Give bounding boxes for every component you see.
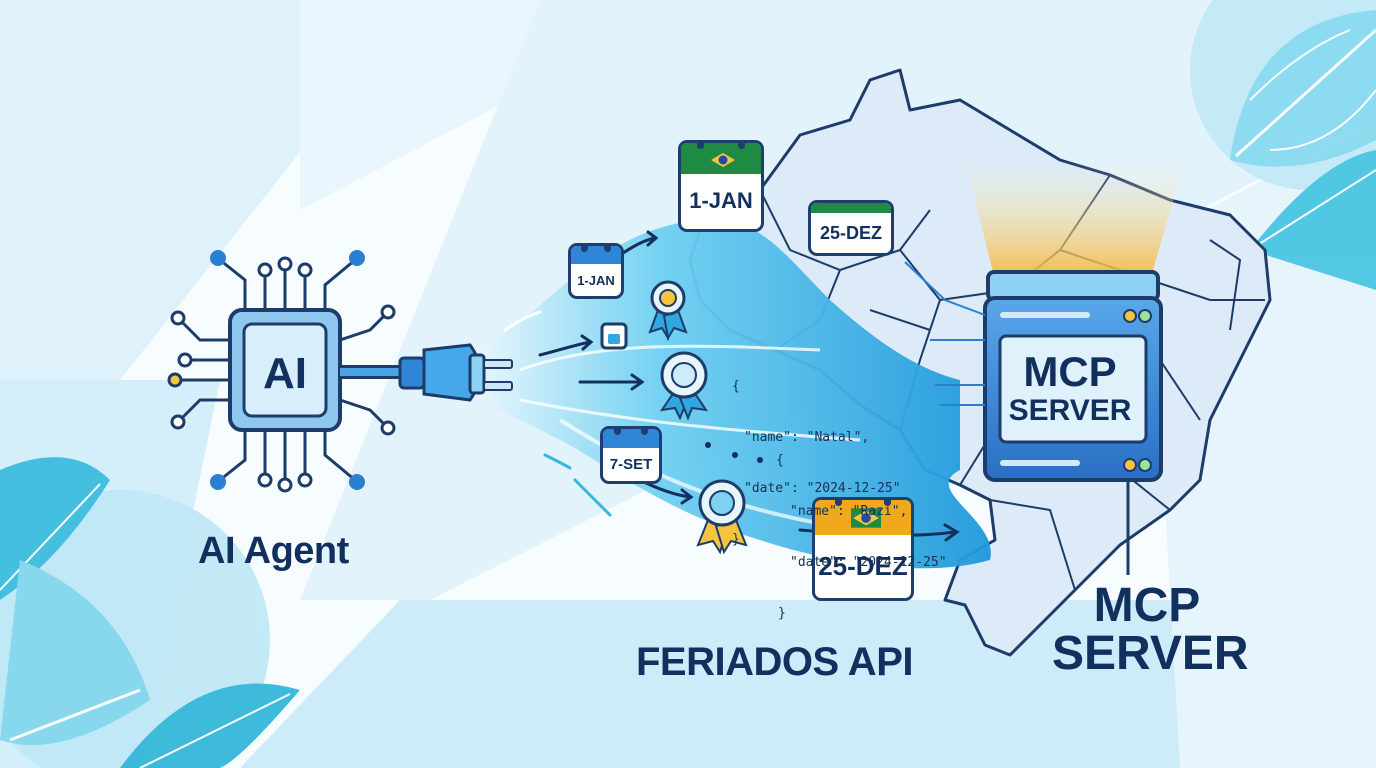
calendar-date-text: 7-SET: [609, 455, 653, 473]
award-badge-icon: [659, 351, 709, 421]
calendar-date-text: 1-JAN: [689, 188, 753, 214]
json-line: {: [732, 379, 740, 394]
brazil-flag-icon: [851, 508, 881, 528]
award-badge-icon: [648, 280, 688, 341]
plug-icon: [398, 343, 513, 402]
json-line: {: [776, 453, 784, 468]
json-line: "name": "Natal",: [744, 430, 870, 445]
brazil-flag-icon: [709, 151, 737, 169]
server-beam: [965, 160, 1185, 280]
mcp-server-label-line: MCP: [1093, 579, 1201, 632]
json-snippet: { "name": "Razi", "date": "2024-12-25" }: [776, 418, 947, 639]
leaf-decoration-top-right: [1190, 0, 1376, 290]
calendar-icon: 1-JAN: [678, 140, 764, 232]
calendar-icon: 25-DEZ: [808, 200, 894, 256]
calendar-icon: 7-SET: [600, 426, 662, 484]
calendar-icon: 25-DEZ: [812, 497, 914, 601]
calendar-date-text: 25-DEZ: [818, 551, 908, 582]
bg-panel: [240, 600, 1376, 768]
leaf-decoration-bottom-left: [0, 457, 300, 768]
mcp-server: [983, 270, 1163, 482]
calendar-date-text: 1-JAN: [577, 272, 615, 288]
circuit-nodes: [167, 250, 396, 493]
server-screen-line: MCP: [1023, 348, 1117, 395]
json-line: "name": "Razi",: [790, 504, 908, 519]
json-line: "date": "2024-12-25": [744, 481, 901, 496]
ai-agent-label: AI Agent: [198, 530, 349, 572]
data-stream: [480, 219, 991, 569]
json-line: "date": "2024-12-25": [790, 555, 947, 570]
server-screen-line: SERVER: [1008, 394, 1132, 427]
award-badge-icon: [696, 479, 748, 555]
json-line: }: [732, 532, 740, 547]
calendar-icon: 1-JAN: [568, 243, 624, 299]
ai-chip-text: AI: [263, 349, 307, 398]
calendar-date-text: 25-DEZ: [819, 222, 882, 243]
json-line: }: [778, 606, 786, 621]
mcp-server-label: MCP SERVER: [1052, 579, 1249, 680]
small-calendar-icon: [600, 322, 628, 350]
circuit-traces: [178, 258, 387, 482]
json-snippet: { "name": "Natal", "date": "2024-12-25" …: [728, 344, 901, 565]
feriados-api-label: FERIADOS API: [636, 640, 914, 684]
server-connector-lines: [904, 261, 986, 406]
mcp-server-label-line: SERVER: [1052, 627, 1249, 680]
server-screen-text: MCP SERVER: [1000, 350, 1140, 428]
